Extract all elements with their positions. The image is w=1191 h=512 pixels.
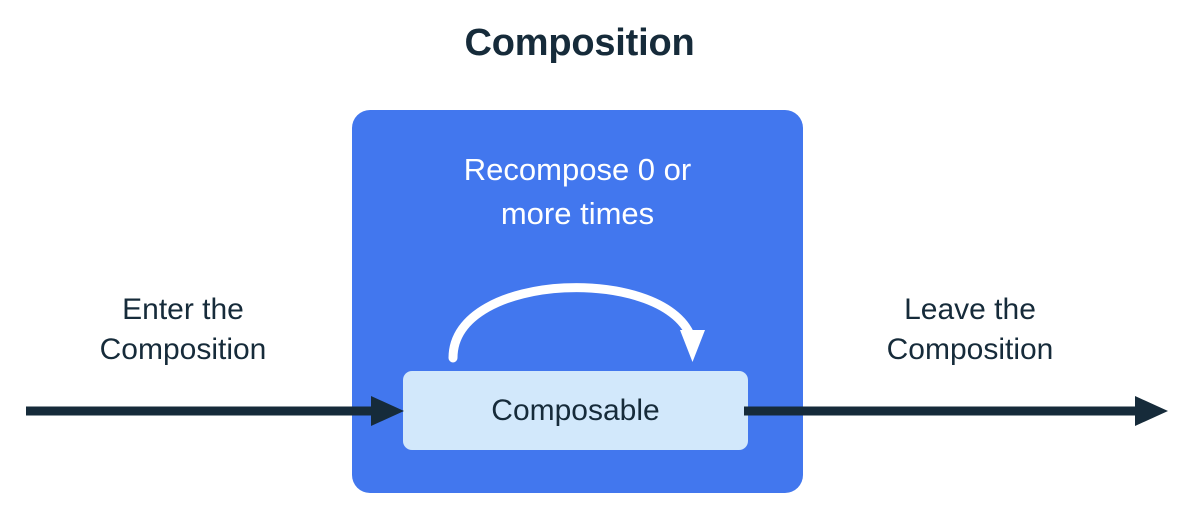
arrow-right-icon — [744, 396, 1168, 426]
leave-composition-label: Leave the Composition — [830, 290, 1110, 370]
enter-composition-label-line1: Enter the — [122, 293, 244, 326]
recompose-caption-line1: Recompose 0 or — [463, 152, 692, 187]
page-title: Composition — [464, 22, 695, 64]
enter-composition-label-line2: Composition — [99, 333, 267, 366]
curved-loop-arrow-icon — [448, 283, 705, 363]
composable-box: Composable — [403, 371, 748, 450]
leave-composition-label-line1: Leave the — [904, 293, 1036, 326]
composable-label: Composable — [491, 393, 660, 427]
leave-composition-label-line2: Composition — [886, 333, 1054, 366]
enter-composition-label: Enter the Composition — [43, 290, 323, 370]
recompose-caption-line2: more times — [500, 196, 655, 231]
recompose-caption: Recompose 0 or more times — [372, 148, 783, 236]
arrow-right-icon — [26, 396, 404, 426]
